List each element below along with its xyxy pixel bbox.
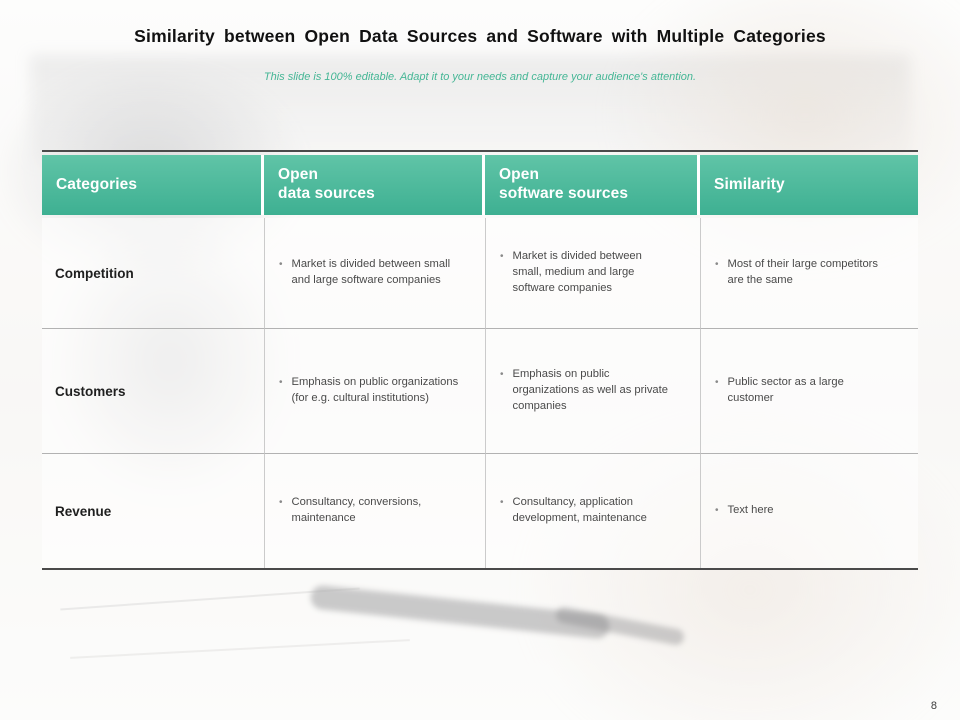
cell-text: Emphasis on public organizations (for e.… xyxy=(291,376,459,404)
cell-text: Market is divided between small and larg… xyxy=(291,258,451,286)
background-sketch-line xyxy=(70,639,410,659)
header-open-software-sources: Open software sources xyxy=(485,155,700,215)
table-body: Competition • Market is divided between … xyxy=(42,218,918,570)
cell-data-sources: • Emphasis on public organizations (for … xyxy=(264,328,485,453)
bullet-icon: • xyxy=(500,497,504,509)
row-category: Revenue xyxy=(42,453,264,568)
slide-title: Similarity between Open Data Sources and… xyxy=(134,26,826,46)
cell-data-sources: • Consultancy, conversions, maintenance xyxy=(264,453,485,568)
cell-text: Most of their large competitors are the … xyxy=(727,258,878,286)
comparison-table: Categories Open data sources Open softwa… xyxy=(42,150,918,570)
cell-text: Consultancy, application development, ma… xyxy=(512,496,647,524)
slide-subtitle: This slide is 100% editable. Adapt it to… xyxy=(263,71,697,83)
row-category: Competition xyxy=(55,265,134,281)
cell-text: Consultancy, conversions, maintenance xyxy=(291,496,422,524)
bullet-icon: • xyxy=(279,259,283,271)
cell-text: Market is divided between small, medium … xyxy=(512,250,642,294)
page-number: 8 xyxy=(930,700,937,712)
cell-software-sources: • Emphasis on public organizations as we… xyxy=(485,328,700,453)
bullet-icon: • xyxy=(715,505,719,516)
cell-similarity: • Text here xyxy=(700,453,918,568)
bullet-icon: • xyxy=(715,377,719,389)
bullet-icon: • xyxy=(500,369,504,381)
cell-similarity: • Most of their large competitors are th… xyxy=(700,218,918,328)
header-open-data-sources: Open data sources xyxy=(264,155,485,215)
cell-data-sources: • Market is divided between small and la… xyxy=(264,218,485,328)
background-pen xyxy=(309,584,611,640)
cell-similarity: • Public sector as a large customer xyxy=(700,328,918,453)
background-pen xyxy=(554,605,686,647)
cell-software-sources: • Consultancy, application development, … xyxy=(485,453,700,568)
cell-text: Public sector as a large customer xyxy=(727,376,844,404)
background-sketch-line xyxy=(60,587,360,611)
header-similarity: Similarity xyxy=(700,155,918,215)
cell-software-sources: • Market is divided between small, mediu… xyxy=(485,218,700,328)
bullet-icon: • xyxy=(500,251,504,263)
table-header-row: Categories Open data sources Open softwa… xyxy=(42,155,918,215)
header-categories: Categories xyxy=(42,155,264,215)
bullet-icon: • xyxy=(279,377,283,389)
row-category: Customers xyxy=(42,328,264,453)
bullet-icon: • xyxy=(715,259,719,271)
cell-text: Text here xyxy=(727,504,774,516)
cell-text: Emphasis on public organizations as well… xyxy=(512,368,668,412)
bullet-icon: • xyxy=(279,497,283,509)
